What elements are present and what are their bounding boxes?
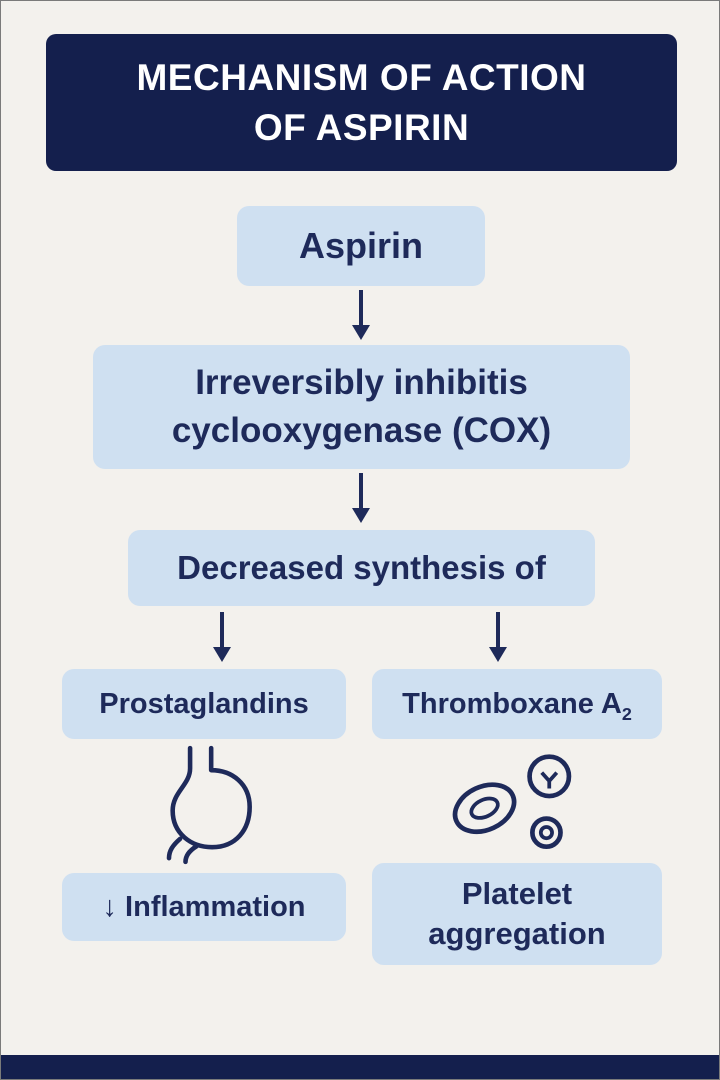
node-platelet-line-2: aggregation [428, 916, 606, 951]
node-platelet-line-1: Platelet [461, 875, 573, 911]
arrow-down-icon [213, 612, 231, 662]
node-inhibits-line-2: cyclooxygenase (COX) [171, 411, 552, 450]
node-prostaglandins: Prostaglandins [62, 669, 346, 739]
thromboxane-base-text: Thromboxane A [402, 687, 622, 720]
stomach-body-outline [170, 745, 252, 850]
node-decreased-label: Decreased synthesis of [177, 549, 546, 586]
node-platelet-aggregation: Platelet aggregation [372, 863, 662, 965]
title-line-1: MECHANISM OF ACTION [136, 56, 587, 98]
node-aspirin: Aspirin [237, 206, 485, 286]
small-cell-icon [530, 816, 563, 849]
node-inhibits-cox: Irreversibly inhibitis cyclooxygenase (C… [93, 345, 630, 469]
footer-bar [1, 1055, 719, 1079]
stomach-duodenum-inner [183, 843, 199, 865]
node-thromboxane: Thromboxane A2 [372, 669, 662, 739]
blood-cells-icon [452, 754, 572, 849]
stomach-duodenum-outer [166, 836, 183, 861]
node-decreased-synthesis: Decreased synthesis of [128, 530, 595, 606]
arrow-down-icon [352, 473, 370, 523]
red-blood-cell-icon [452, 782, 517, 835]
stomach-icon [166, 745, 252, 865]
diagram-title: MECHANISM OF ACTION OF ASPIRIN [46, 34, 677, 171]
arrow-down-icon [352, 290, 370, 340]
title-line-2: OF ASPIRIN [253, 106, 470, 148]
platelet-cell-icon [527, 754, 572, 799]
node-inflammation: ↓ Inflammation [62, 873, 346, 941]
arrow-down-icon [489, 612, 507, 662]
node-inhibits-line-1: Irreversibly inhibitis [195, 362, 528, 402]
node-inflammation-label: ↓ Inflammation [102, 890, 306, 923]
node-prostaglandins-label: Prostaglandins [99, 687, 309, 720]
node-aspirin-label: Aspirin [298, 225, 423, 266]
thromboxane-subscript: 2 [621, 703, 632, 724]
node-thromboxane-label: Thromboxane A2 [402, 687, 632, 724]
